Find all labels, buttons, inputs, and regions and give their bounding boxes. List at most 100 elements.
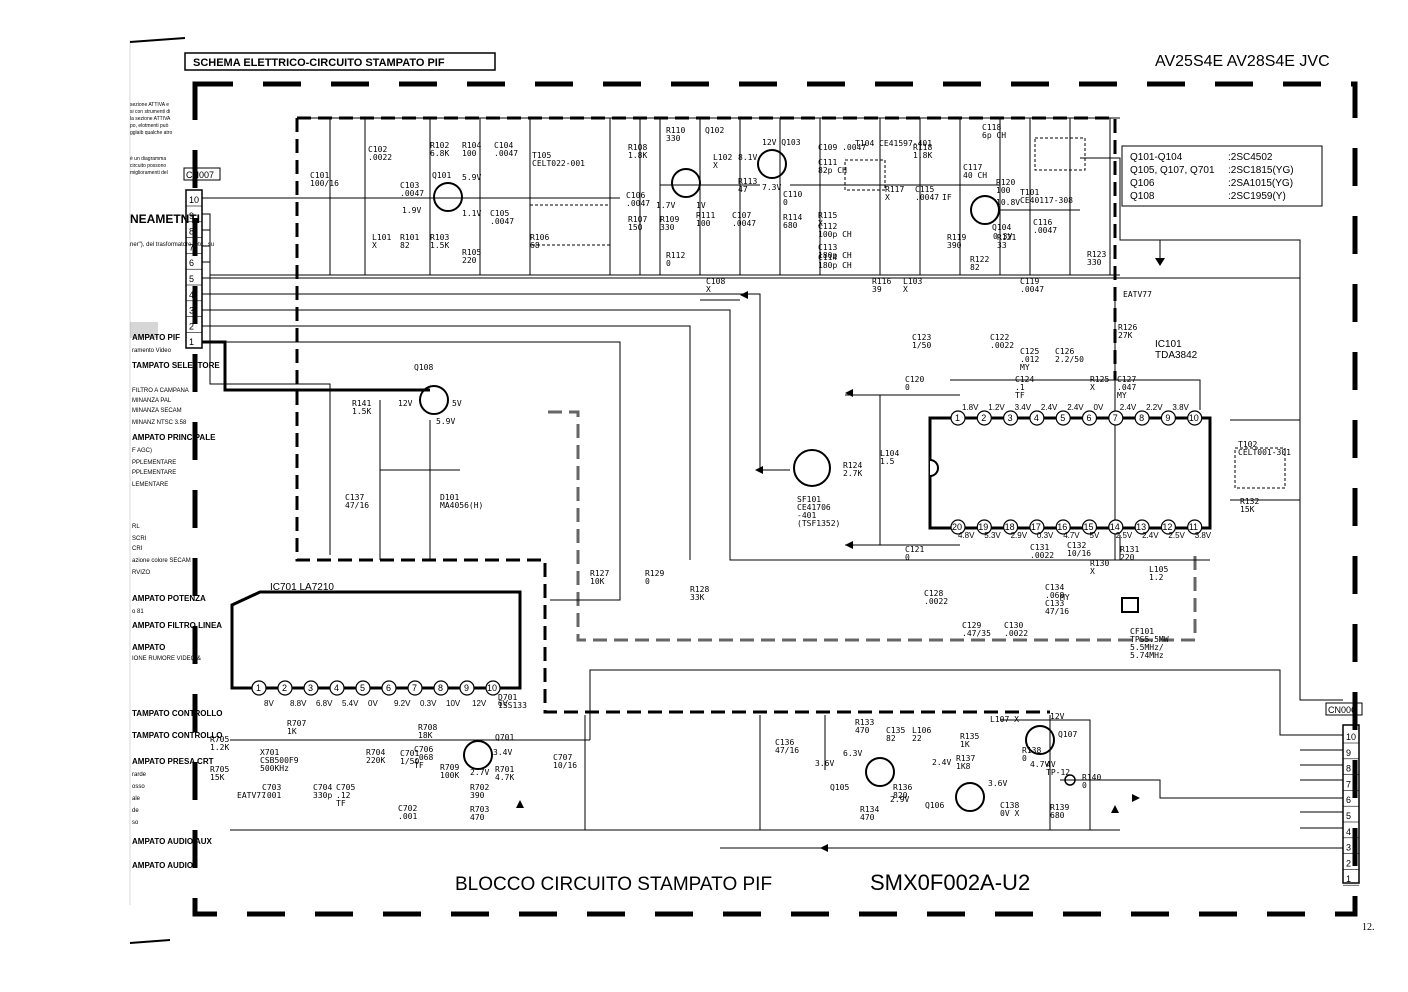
component-label: T104 CE41597-401 — [855, 139, 932, 148]
transistor-group: Q105, Q107, Q701 — [1130, 165, 1215, 176]
ic101-pin-number: 12 — [1162, 522, 1172, 532]
component-label: C130.0022 — [1004, 621, 1028, 638]
connector-pin: 8 — [189, 227, 194, 237]
legend-heading: NEAMETNTI — [130, 212, 200, 226]
ic701-pin — [303, 680, 319, 696]
legend-item: so — [132, 820, 139, 826]
legend-subheading: ner"), del trasformatore, etc., su — [130, 242, 214, 248]
ic101-pin-voltage: 2.4V — [1120, 403, 1137, 412]
legend-item: MINANZA SECAM — [132, 408, 182, 414]
ic101-pin — [1002, 519, 1019, 535]
connector-pin: 3 — [189, 306, 194, 316]
ic101-pin-number: 9 — [1165, 413, 1170, 423]
component-label: 2.9V — [890, 795, 909, 804]
wiring — [202, 117, 1343, 852]
ic101-pin-voltage: 2.5V — [1116, 531, 1133, 540]
connector-pin: 7 — [1346, 779, 1351, 789]
ic701-pin-voltage: 10V — [446, 699, 461, 708]
connector-pin: 9 — [1346, 748, 1351, 758]
connector-pin: 3 — [1346, 843, 1351, 853]
legend-item: SCRI — [132, 536, 147, 542]
ic101-pin-voltage: 3.8V — [1195, 531, 1212, 540]
legend-item: PPLEMENTARE — [132, 470, 176, 476]
legend-item: osso — [132, 784, 145, 790]
ic101-pin-voltage: 3.4V — [1015, 403, 1032, 412]
legend-item: rarde — [132, 772, 147, 778]
ic101-pin-number: 3 — [1008, 413, 1013, 423]
ic701-pin — [277, 680, 293, 696]
legend-note-line: po, elotmenti può — [130, 123, 169, 129]
component-label: 12V — [1050, 712, 1065, 721]
ic101-pin-number: 4 — [1034, 413, 1039, 423]
component-label: C103.0047 — [400, 181, 424, 198]
legend-item: PPLEMENTARE — [132, 460, 176, 466]
ic101-pin-voltage: 2.5V — [1168, 531, 1185, 540]
ic101-pin — [976, 410, 992, 426]
component-label: EATV77 — [1123, 290, 1152, 299]
ic101-pin-voltage: 2.9V — [1011, 531, 1028, 540]
legend-item: AMPATO FILTRO LINEA — [132, 621, 222, 630]
component-label: C109 .0047 — [818, 143, 866, 152]
legend-item: TAMPATO CONTROLLO — [132, 731, 223, 740]
legend-item: AMPATO PIF — [132, 333, 180, 342]
ic101-pin — [1108, 410, 1124, 426]
ic101-name: IC101 — [1155, 339, 1182, 350]
connector-pin: 4 — [1346, 827, 1351, 837]
component-label: 1.7V — [656, 201, 675, 210]
legend-item: TAMPATO CONTROLLO — [132, 709, 223, 718]
ic101-pin-number: 15 — [1084, 522, 1094, 532]
component-label: 2.7V — [470, 768, 489, 777]
connector-pin: 1 — [189, 337, 194, 347]
block-title: BLOCCO CIRCUITO STAMPATO PIF — [455, 874, 772, 895]
connector-pin: 7 — [189, 242, 194, 252]
component-label: 1.9V — [402, 206, 421, 215]
legend-note-line: si con strumenti di — [130, 109, 170, 115]
component-label: C115.0047 — [915, 185, 939, 202]
ic101-pin-number: 16 — [1057, 522, 1067, 532]
component-label: C702.001 — [398, 804, 417, 821]
ic701-pin-number: 10 — [487, 683, 497, 693]
ic701-pin-voltage: 0V — [368, 699, 378, 708]
component-label: 8.1V — [738, 153, 757, 162]
ic101-pin-number: 14 — [1110, 522, 1120, 532]
legend-note-line: circuito possono — [130, 163, 166, 169]
connector-pin: 10 — [189, 195, 199, 205]
legend-item: AMPATO POTENZA — [132, 594, 206, 603]
ic101-pin-number: 13 — [1136, 522, 1146, 532]
sf101-filter — [793, 449, 831, 487]
ic701-pin-number: 7 — [412, 683, 417, 693]
legend-item: MINANZA PAL — [132, 398, 172, 404]
component-label: 3.6V — [815, 759, 834, 768]
legend-item: AMPATO PRINCIPALE — [132, 433, 216, 442]
ic701-pin-voltage: 5.4V — [342, 699, 359, 708]
